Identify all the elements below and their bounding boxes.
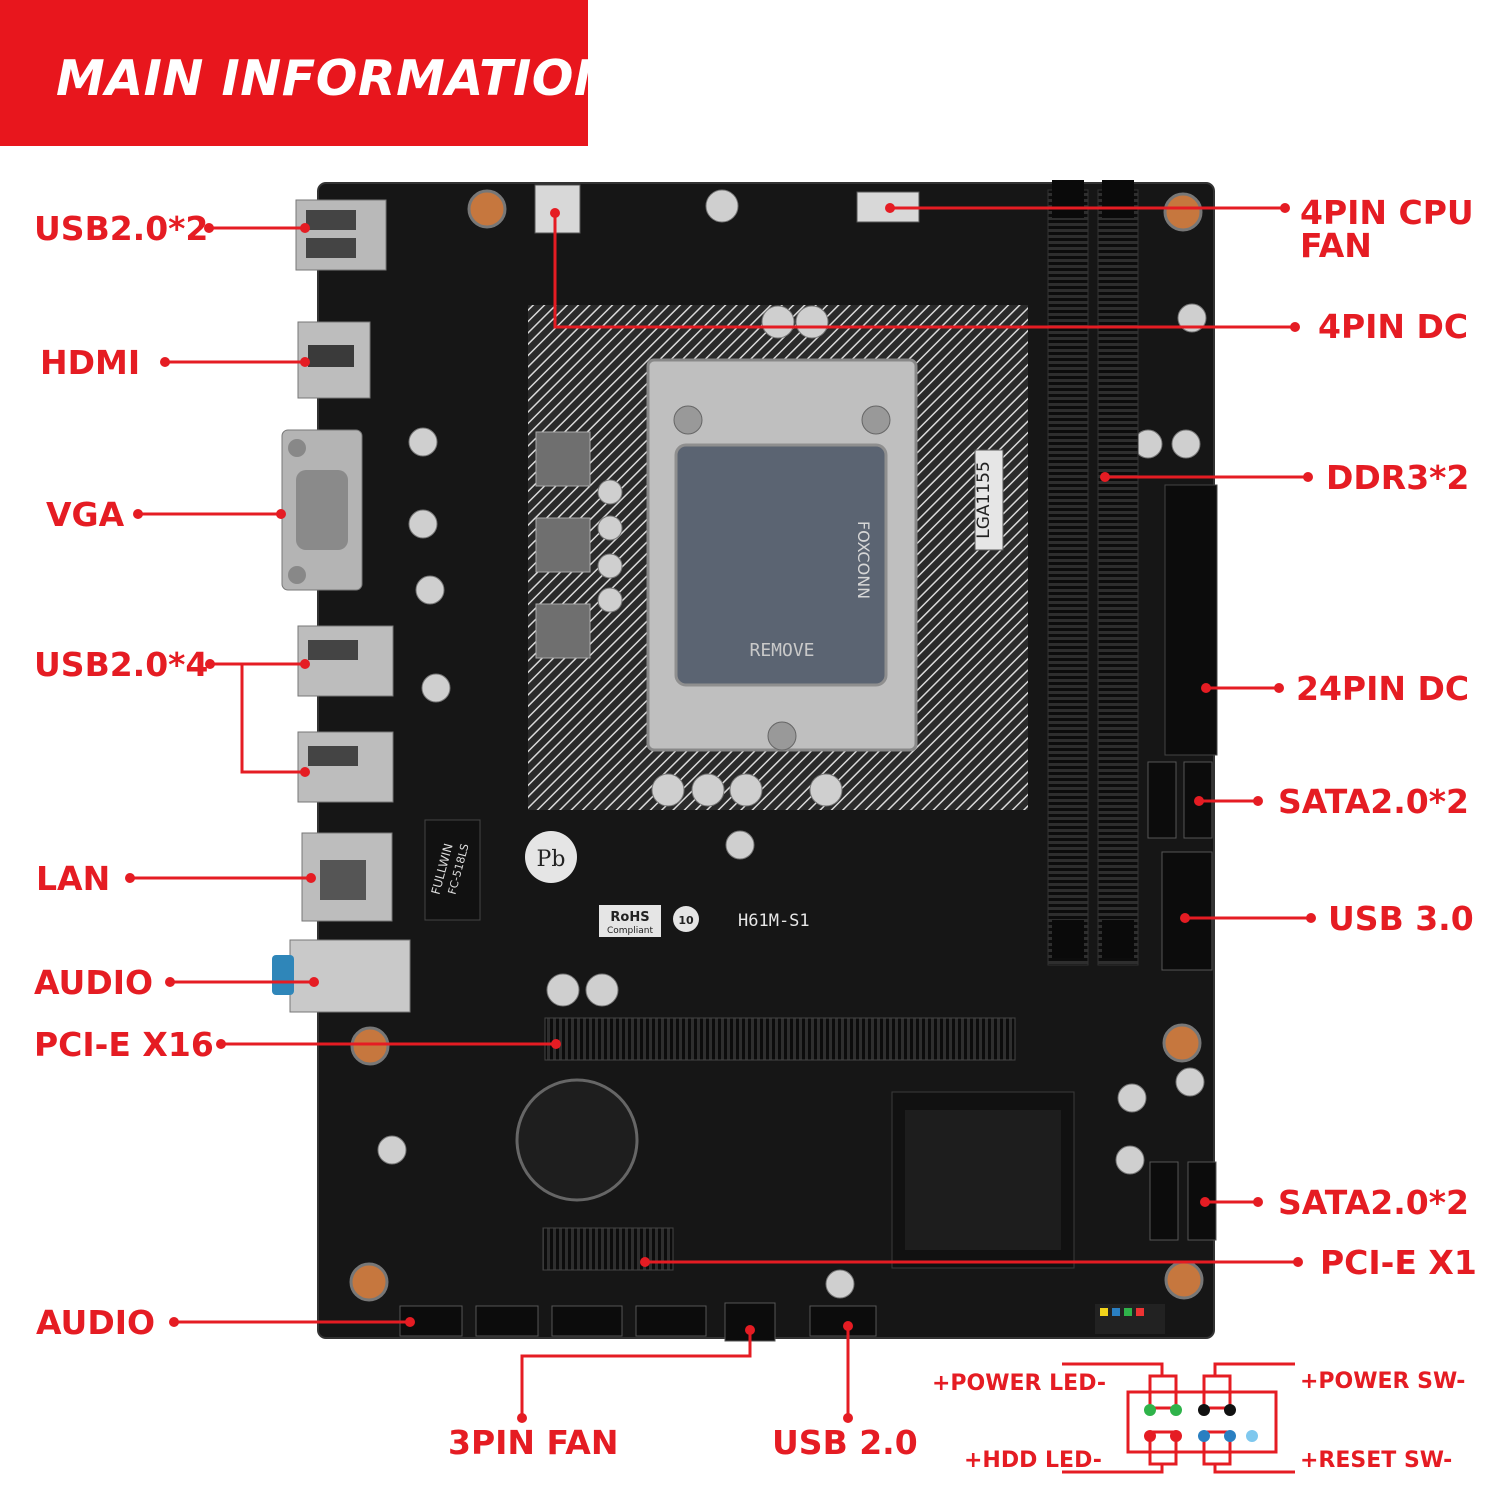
front-panel-diagram xyxy=(1062,1362,1295,1474)
label-hdd-led: +HDD LED- xyxy=(964,1448,1102,1473)
audio-jack xyxy=(272,939,411,1013)
mounting-holes xyxy=(349,189,1204,1302)
environment-age-mark xyxy=(673,906,699,932)
label-usb30: USB 3.0 xyxy=(1328,899,1474,938)
lan-transformer xyxy=(424,819,481,921)
label-3pin-fan: 3PIN FAN xyxy=(448,1423,619,1462)
lan-port xyxy=(301,832,393,922)
label-usb20-2: USB2.0*2 xyxy=(34,209,209,248)
pcie-x16-slot xyxy=(544,1017,1016,1061)
lead-free-text: Pb xyxy=(537,847,566,872)
label-lan: LAN xyxy=(36,859,111,898)
label-sata-top: SATA2.0*2 xyxy=(1278,782,1469,821)
label-power-sw: +POWER SW- xyxy=(1300,1369,1466,1394)
label-audio-rear: AUDIO xyxy=(34,963,154,1002)
rohs-text: RoHS xyxy=(610,910,649,925)
banner-title: MAIN INFORMATION xyxy=(56,50,616,107)
label-reset-sw: +RESET SW- xyxy=(1300,1448,1453,1473)
label-hdmi: HDMI xyxy=(40,343,141,382)
rohs-mark xyxy=(599,905,661,937)
label-cpu-fan: 4PIN CPU FAN xyxy=(1300,196,1474,262)
label-4pin-dc: 4PIN DC xyxy=(1318,307,1469,346)
label-24pin-dc: 24PIN DC xyxy=(1296,669,1470,708)
vga-port xyxy=(281,429,363,591)
ddr3-slots xyxy=(1047,180,1139,966)
bottom-headers xyxy=(399,1302,877,1342)
rear-usb-ports-top xyxy=(295,199,387,271)
label-cpu-fan-line1: 4PIN CPU xyxy=(1300,193,1474,232)
label-vga: VGA xyxy=(46,495,125,534)
rohs-compliant-text: Compliant xyxy=(607,926,653,936)
label-pcie-x1: PCI-E X1 xyxy=(1320,1243,1477,1282)
environment-age-text: 10 xyxy=(678,914,694,927)
main-information-banner: MAIN INFORMATION xyxy=(0,0,615,146)
callout-lines xyxy=(130,206,1311,1418)
label-power-led: +POWER LED- xyxy=(932,1371,1107,1396)
callout-dots xyxy=(125,203,1316,1423)
label-usb20-4: USB2.0*4 xyxy=(34,645,209,684)
board-model-text: H61M-S1 xyxy=(738,911,810,931)
label-pcie-x16: PCI-E X16 xyxy=(34,1025,214,1064)
lead-free-mark xyxy=(525,831,577,883)
label-sata-bottom: SATA2.0*2 xyxy=(1278,1183,1469,1222)
vrm-chokes xyxy=(535,431,591,659)
rear-usb-ports-middle xyxy=(297,625,394,803)
atx-24pin-connector xyxy=(1164,484,1218,756)
front-panel-header-pins xyxy=(1095,1304,1165,1334)
label-ddr3: DDR3*2 xyxy=(1326,458,1470,497)
cpu-socket-cover xyxy=(674,443,888,687)
socket-type-text: LGA1155 xyxy=(974,461,994,539)
hdmi-port xyxy=(297,321,371,399)
capacitors xyxy=(377,189,1207,1299)
socket-screw xyxy=(673,405,703,435)
socket-cover-text: REMOVE xyxy=(749,640,814,661)
label-cpu-fan-line2: FAN xyxy=(1300,226,1372,265)
socket-brand-text: FOXCONN xyxy=(854,521,873,599)
cmos-battery xyxy=(515,1078,639,1202)
pcie-x1-slot xyxy=(542,1227,674,1271)
usb30-header xyxy=(1161,851,1213,971)
label-usb20-header: USB 2.0 xyxy=(772,1423,918,1462)
label-audio-front: AUDIO xyxy=(36,1303,156,1342)
